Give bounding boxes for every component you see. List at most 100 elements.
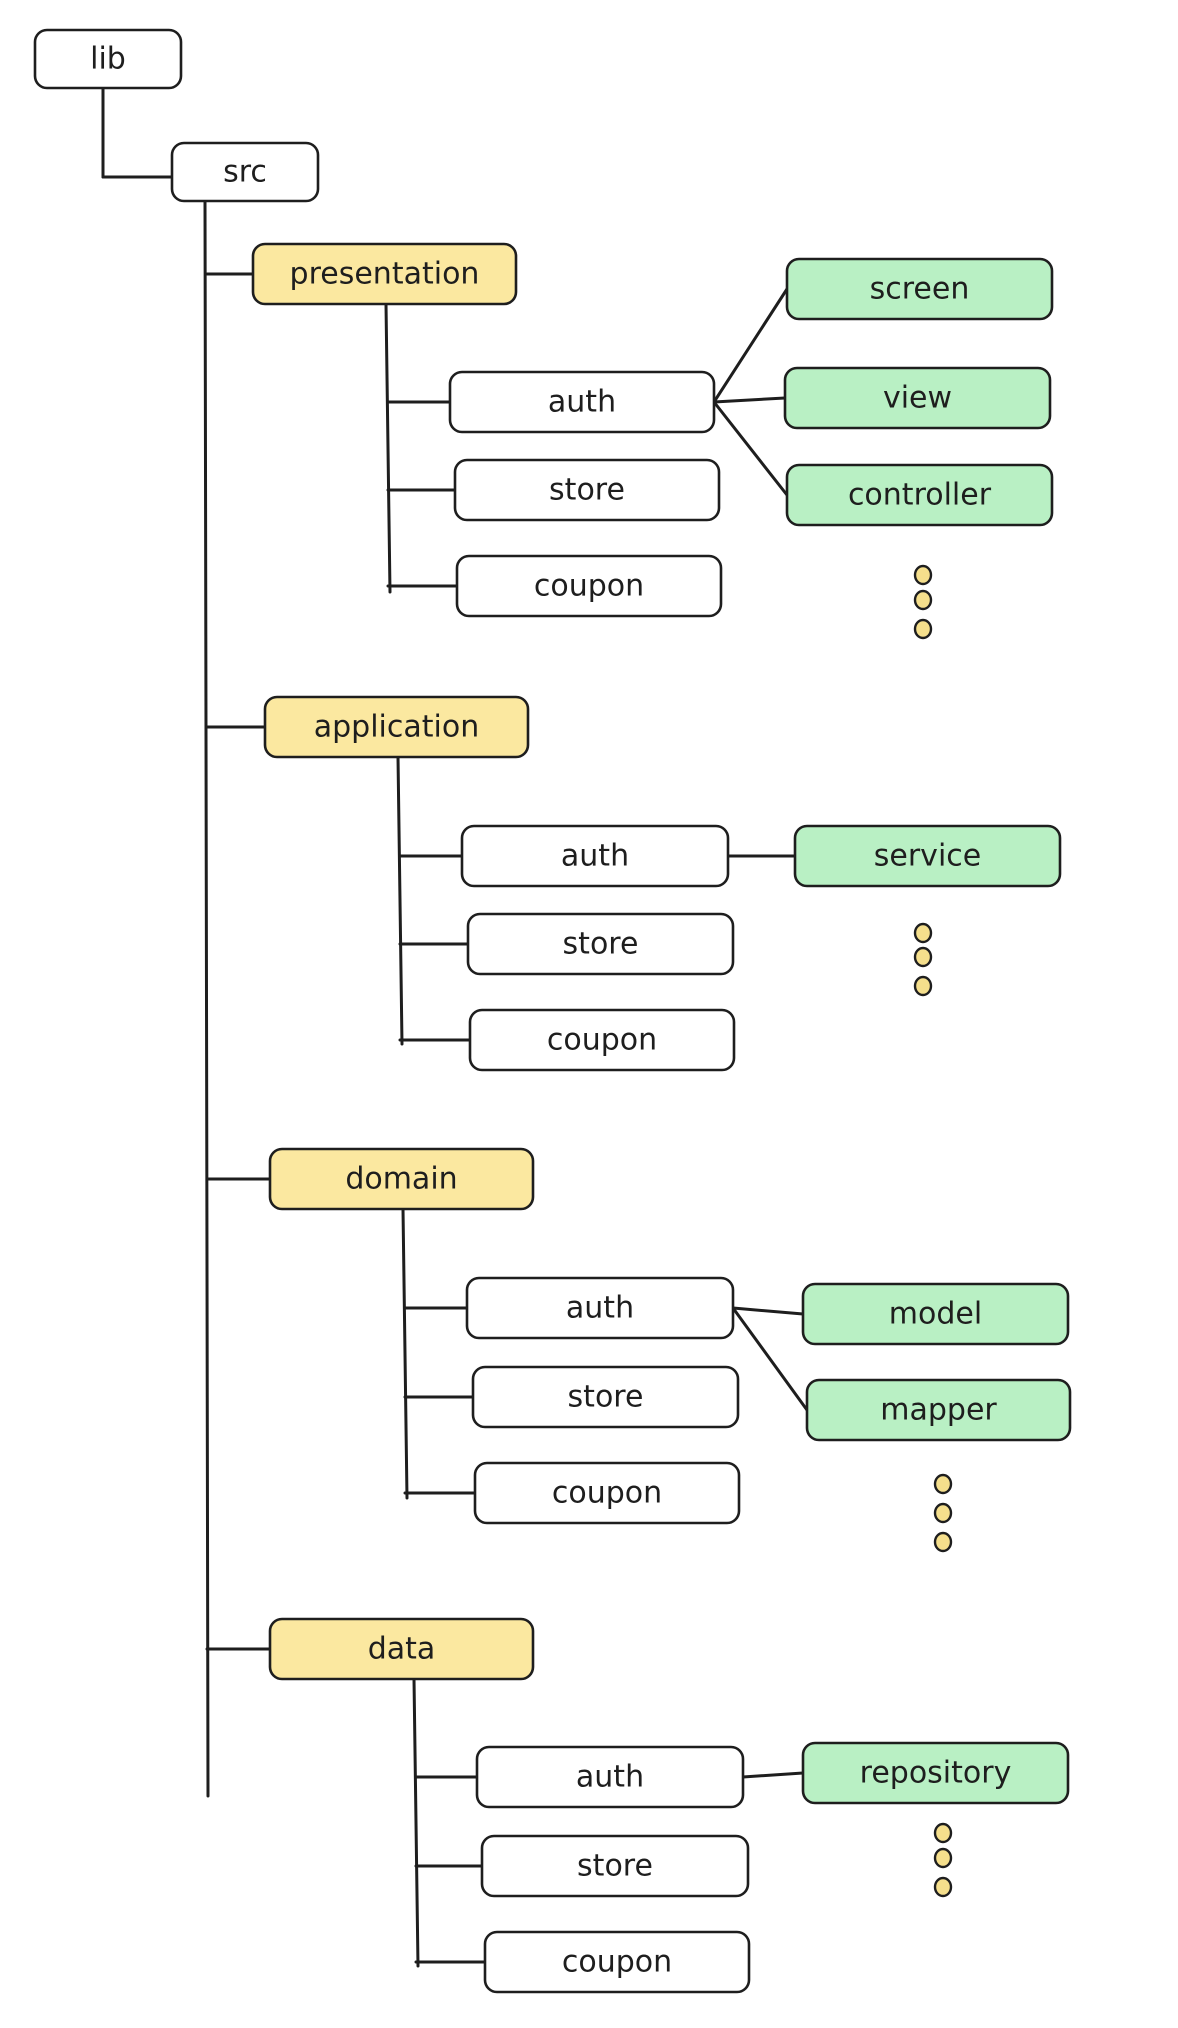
application-more-ellipsis-dot-3 (913, 975, 933, 997)
application-auth-part-service-box (793, 824, 1062, 888)
domain-auth-part-mapper-box (805, 1378, 1072, 1442)
application-more-ellipsis (913, 922, 933, 997)
application-feature-store-box (466, 912, 735, 976)
presentation-feature-auth-box (448, 370, 716, 434)
presentation-feature-store-label: store (549, 473, 625, 508)
layer-presentation[interactable]: presentation (251, 242, 518, 306)
data-feature-coupon-box (483, 1930, 751, 1994)
data-feature-auth-box (475, 1745, 745, 1809)
layer-data[interactable]: data (268, 1617, 535, 1681)
application-feature-coupon-label: coupon (547, 1023, 657, 1058)
data-feature-store[interactable]: store (480, 1834, 750, 1898)
domain-feature-store-box (471, 1365, 740, 1429)
presentation-auth-part-controller[interactable]: controller (785, 463, 1054, 527)
root-folder-lib-label: lib (90, 42, 126, 77)
presentation-feature-store[interactable]: store (453, 458, 721, 522)
application-more-ellipsis-dot-1 (913, 922, 933, 944)
layer-application-box (263, 695, 530, 759)
edge-presentation-auth-to-screen (712, 287, 789, 404)
layer-data-label: data (368, 1632, 436, 1667)
tree-nodes: lib src presentation auth screen view controll… (33, 28, 1072, 1994)
domain-auth-part-mapper[interactable]: mapper (805, 1378, 1072, 1442)
data-more-ellipsis-dot-3 (933, 1876, 953, 1898)
presentation-auth-part-view[interactable]: view (783, 366, 1052, 430)
application-more-ellipsis-dot-2 (913, 946, 933, 968)
application-feature-store-label: store (563, 927, 639, 962)
domain-feature-store-label: store (568, 1380, 644, 1415)
domain-more-ellipsis-dot-2 (933, 1502, 953, 1524)
edge-application-spine (396, 755, 404, 1046)
edge-presentation-auth-to-view (712, 396, 787, 404)
layer-presentation-label: presentation (290, 257, 480, 292)
domain-feature-auth-box (465, 1276, 735, 1340)
layer-presentation-box (251, 242, 518, 306)
presentation-more-ellipsis-dot-3 (913, 618, 933, 640)
application-feature-coupon[interactable]: coupon (468, 1008, 736, 1072)
edge-src-spine (203, 199, 210, 1798)
data-feature-coupon-label: coupon (562, 1945, 672, 1980)
root-folder-lib[interactable]: lib (33, 28, 183, 90)
presentation-auth-part-view-box (783, 366, 1052, 430)
data-auth-part-repository[interactable]: repository (801, 1741, 1070, 1805)
application-auth-part-service[interactable]: service (793, 824, 1062, 888)
presentation-more-ellipsis-dot-1 (913, 564, 933, 586)
root-folder-lib-box (33, 28, 183, 90)
domain-feature-store[interactable]: store (471, 1365, 740, 1429)
data-feature-store-box (480, 1834, 750, 1898)
folder-src[interactable]: src (170, 141, 320, 203)
data-more-ellipsis (933, 1822, 953, 1898)
presentation-auth-part-screen[interactable]: screen (785, 257, 1054, 321)
application-auth-part-service-label: service (874, 839, 981, 874)
domain-feature-coupon[interactable]: coupon (473, 1461, 741, 1525)
domain-auth-part-model-box (801, 1282, 1070, 1346)
presentation-feature-coupon-box (455, 554, 723, 618)
edge-domain-spine (401, 1207, 409, 1500)
edge-domain-auth-to-mapper (731, 1306, 809, 1412)
data-more-ellipsis-dot-1 (933, 1822, 953, 1844)
application-feature-auth-label: auth (561, 839, 629, 874)
layer-domain-label: domain (345, 1162, 457, 1197)
application-feature-coupon-box (468, 1008, 736, 1072)
presentation-auth-part-controller-box (785, 463, 1054, 527)
edge-domain-auth-to-model (731, 1306, 805, 1316)
edge-data-auth-to-repository (741, 1771, 805, 1779)
data-feature-coupon[interactable]: coupon (483, 1930, 751, 1994)
data-more-ellipsis-dot-2 (933, 1847, 953, 1869)
domain-more-ellipsis (933, 1473, 953, 1553)
data-auth-part-repository-box (801, 1741, 1070, 1805)
data-feature-auth-label: auth (576, 1760, 644, 1795)
application-feature-store[interactable]: store (466, 912, 735, 976)
data-auth-part-repository-label: repository (860, 1756, 1012, 1791)
presentation-auth-part-screen-label: screen (870, 272, 970, 307)
data-feature-store-label: store (577, 1849, 653, 1884)
domain-auth-part-model[interactable]: model (801, 1282, 1070, 1346)
domain-more-ellipsis-dot-1 (933, 1473, 953, 1495)
presentation-auth-part-screen-box (785, 257, 1054, 321)
presentation-feature-auth-label: auth (548, 385, 616, 420)
presentation-feature-auth[interactable]: auth (448, 370, 716, 434)
edge-presentation-auth-to-controller (712, 400, 789, 497)
tree-edges (101, 86, 809, 1968)
ellipsis-markers (913, 564, 953, 1898)
layer-domain[interactable]: domain (268, 1147, 535, 1211)
presentation-more-ellipsis (913, 564, 933, 640)
presentation-auth-part-view-label: view (883, 381, 952, 416)
edge-data-spine (412, 1677, 420, 1968)
application-feature-auth-box (460, 824, 730, 888)
presentation-feature-coupon[interactable]: coupon (455, 554, 723, 618)
layer-application[interactable]: application (263, 695, 530, 759)
domain-auth-part-model-label: model (889, 1297, 982, 1332)
domain-feature-auth-label: auth (566, 1291, 634, 1326)
folder-src-label: src (223, 155, 267, 190)
layer-domain-box (268, 1147, 535, 1211)
presentation-more-ellipsis-dot-2 (913, 589, 933, 611)
application-feature-auth[interactable]: auth (460, 824, 730, 888)
layer-application-label: application (314, 710, 479, 745)
data-feature-auth[interactable]: auth (475, 1745, 745, 1809)
domain-feature-auth[interactable]: auth (465, 1276, 735, 1340)
presentation-feature-coupon-label: coupon (534, 569, 644, 604)
domain-auth-part-mapper-label: mapper (880, 1393, 997, 1428)
domain-more-ellipsis-dot-3 (933, 1531, 953, 1553)
presentation-auth-part-controller-label: controller (848, 478, 992, 513)
